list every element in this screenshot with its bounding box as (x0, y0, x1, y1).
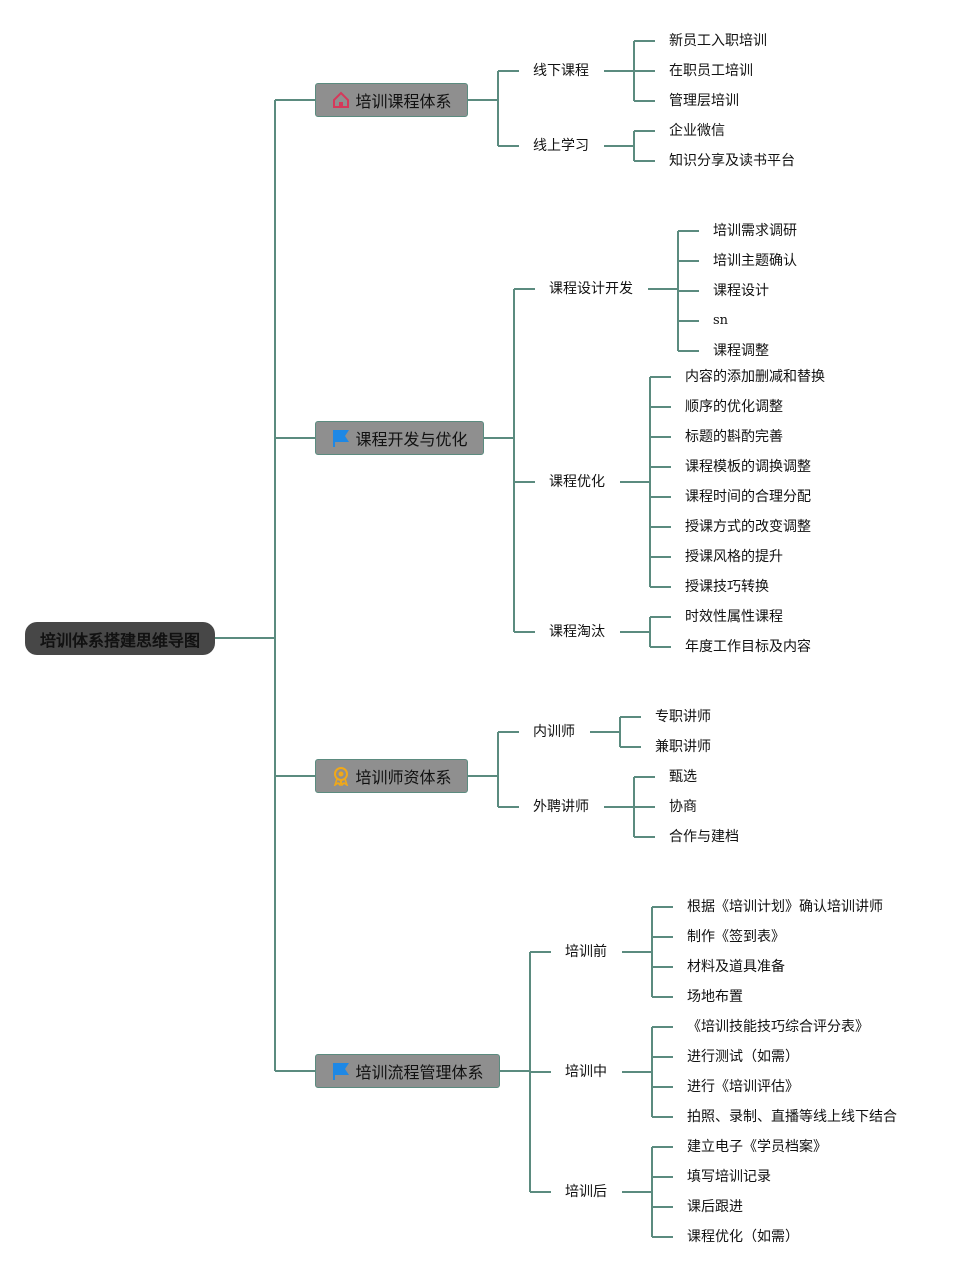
root-node[interactable]: 培训体系搭建思维导图 (25, 622, 215, 655)
leaf-item[interactable]: 时效性属性课程 (685, 609, 783, 625)
sub-topic[interactable]: 内训师 (533, 724, 575, 740)
medal-icon (331, 766, 351, 786)
leaf-item[interactable]: 课程时间的合理分配 (685, 489, 811, 505)
leaf-item[interactable]: 场地布置 (687, 989, 743, 1005)
branch-label: 培训师资体系 (355, 768, 452, 787)
leaf-item[interactable]: 顺序的优化调整 (685, 399, 783, 415)
leaf-item[interactable]: 培训主题确认 (713, 253, 797, 269)
leaf-item[interactable]: 《培训技能技巧综合评分表》 (687, 1019, 869, 1035)
leaf-item[interactable]: 协商 (669, 799, 697, 815)
leaf-item[interactable]: 填写培训记录 (687, 1169, 771, 1185)
leaf-item[interactable]: sn (713, 313, 729, 328)
leaf-item[interactable]: 课程调整 (713, 343, 769, 359)
home-icon (331, 90, 351, 110)
leaf-item[interactable]: 新员工入职培训 (669, 33, 767, 49)
sub-topic[interactable]: 课程优化 (549, 474, 605, 490)
leaf-item[interactable]: 在职员工培训 (669, 63, 753, 79)
leaf-item[interactable]: 课程优化（如需） (687, 1229, 799, 1245)
branch-label: 课程开发与优化 (355, 430, 468, 449)
leaf-item[interactable]: 兼职讲师 (655, 739, 711, 755)
sub-topic[interactable]: 课程设计开发 (549, 281, 633, 297)
leaf-item[interactable]: 授课风格的提升 (685, 549, 783, 565)
leaf-item[interactable]: 内容的添加删减和替换 (685, 369, 825, 385)
sub-topic[interactable]: 外聘讲师 (533, 799, 589, 815)
leaf-item[interactable]: 合作与建档 (669, 829, 739, 845)
leaf-item[interactable]: 建立电子《学员档案》 (687, 1139, 827, 1155)
leaf-item[interactable]: 标题的斟酌完善 (685, 429, 783, 445)
leaf-item[interactable]: 课后跟进 (687, 1199, 743, 1215)
leaf-item[interactable]: 拍照、录制、直播等线上线下结合 (687, 1109, 897, 1125)
leaf-item[interactable]: 材料及道具准备 (687, 959, 785, 975)
branch-label: 培训流程管理体系 (355, 1063, 484, 1082)
sub-topic[interactable]: 线上学习 (533, 138, 589, 154)
leaf-item[interactable]: 管理层培训 (669, 93, 739, 109)
flag-icon (331, 1061, 351, 1081)
sub-topic[interactable]: 课程淘汰 (549, 624, 605, 640)
leaf-item[interactable]: 甄选 (669, 769, 697, 785)
leaf-item[interactable]: 制作《签到表》 (687, 929, 785, 945)
leaf-item[interactable]: 知识分享及读书平台 (669, 153, 795, 169)
leaf-item[interactable]: 授课技巧转换 (685, 579, 769, 595)
sub-topic[interactable]: 培训后 (565, 1184, 607, 1200)
branch-node-2[interactable]: 课程开发与优化 (315, 421, 484, 455)
leaf-item[interactable]: 年度工作目标及内容 (685, 639, 811, 655)
sub-topic[interactable]: 培训前 (565, 944, 607, 960)
leaf-item[interactable]: 进行《培训评估》 (687, 1079, 799, 1095)
leaf-item[interactable]: 进行测试（如需） (687, 1049, 799, 1065)
sub-topic[interactable]: 线下课程 (533, 63, 589, 79)
branch-node-1[interactable]: 培训课程体系 (315, 83, 468, 117)
leaf-item[interactable]: 企业微信 (669, 123, 725, 139)
leaf-item[interactable]: 根据《培训计划》确认培训讲师 (687, 899, 883, 915)
sub-topic[interactable]: 培训中 (565, 1064, 607, 1080)
connector-path (215, 40, 699, 1238)
leaf-item[interactable]: 专职讲师 (655, 709, 711, 725)
branch-node-3[interactable]: 培训师资体系 (315, 759, 468, 793)
leaf-item[interactable]: 课程设计 (713, 283, 769, 299)
branch-label: 培训课程体系 (355, 92, 452, 111)
leaf-item[interactable]: 授课方式的改变调整 (685, 519, 811, 535)
leaf-item[interactable]: 培训需求调研 (713, 223, 797, 239)
flag-icon (331, 428, 351, 448)
branch-node-4[interactable]: 培训流程管理体系 (315, 1054, 500, 1088)
leaf-item[interactable]: 课程模板的调换调整 (685, 459, 811, 475)
